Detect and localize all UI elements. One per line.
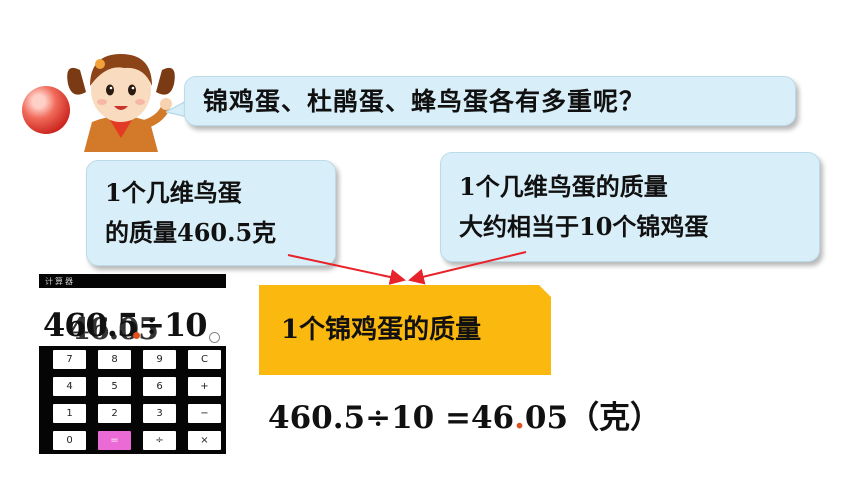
quotient-integer: 46 [470, 400, 515, 436]
equals-sign: = [445, 400, 471, 436]
key-equals[interactable]: = [98, 431, 131, 450]
key-clear[interactable]: C [188, 350, 221, 369]
display-circle-icon [209, 332, 220, 343]
calculator-keypad: 7 8 9 C 4 5 6 + 1 2 3 − 0 = ÷ × [53, 350, 221, 450]
quotient-decimal-point: . [514, 400, 525, 436]
key-plus[interactable]: + [188, 377, 221, 396]
unit: （克） [568, 400, 662, 436]
division-equation: 460.5÷10 =46.05（克） [268, 392, 661, 437]
key-minus[interactable]: − [188, 404, 221, 423]
calculator-display-secondary: 46.05 [69, 312, 159, 347]
girl-avatar-icon [67, 54, 175, 152]
calculator-title: 计算器 [45, 277, 75, 286]
key-multiply[interactable]: × [188, 431, 221, 450]
quotient-fraction: 05 [524, 400, 569, 436]
kiwi-egg-mass-line-1: 1个几维鸟蛋 [105, 178, 242, 207]
question-bubble: 锦鸡蛋、杜鹃蛋、蜂鸟蛋各有多重呢？ [184, 76, 796, 126]
pheasant-egg-mass-text: 1个锦鸡蛋的质量 [281, 315, 482, 345]
key-1[interactable]: 1 [53, 404, 86, 423]
decimal-highlight-dot [133, 332, 140, 339]
key-9[interactable]: 9 [143, 350, 176, 369]
key-2[interactable]: 2 [98, 404, 131, 423]
divisor: 10 [391, 400, 435, 436]
calculator-display-primary: 460.5÷10 [43, 306, 208, 344]
key-8[interactable]: 8 [98, 350, 131, 369]
kiwi-vs-pheasant-line-2: 大约相当于10个锦鸡蛋 [459, 212, 709, 241]
key-0[interactable]: 0 [53, 431, 86, 450]
key-3[interactable]: 3 [143, 404, 176, 423]
calculator: 计算器 460.5÷10 46.05 7 8 9 C 4 5 6 + 1 2 3… [39, 274, 226, 454]
pheasant-egg-mass-label: 1个锦鸡蛋的质量 [259, 285, 551, 375]
key-7[interactable]: 7 [53, 350, 86, 369]
red-ball-icon [22, 86, 70, 134]
kiwi-vs-pheasant-bubble: 1个几维鸟蛋的质量 大约相当于10个锦鸡蛋 [440, 152, 820, 262]
kiwi-egg-mass-bubble: 1个几维鸟蛋 的质量460.5克 [86, 160, 336, 266]
quotient: 46.05 [471, 400, 568, 436]
key-divide[interactable]: ÷ [143, 431, 176, 450]
question-text: 锦鸡蛋、杜鹃蛋、蜂鸟蛋各有多重呢？ [203, 87, 646, 116]
key-6[interactable]: 6 [143, 377, 176, 396]
kiwi-vs-pheasant-line-1: 1个几维鸟蛋的质量 [459, 172, 668, 201]
kiwi-egg-mass-line-2: 的质量460.5克 [105, 218, 277, 247]
dividend: 460.5 [268, 400, 366, 436]
calculator-display: 460.5÷10 46.05 [39, 288, 226, 347]
key-5[interactable]: 5 [98, 377, 131, 396]
divide-sign: ÷ [365, 400, 392, 436]
key-4[interactable]: 4 [53, 377, 86, 396]
